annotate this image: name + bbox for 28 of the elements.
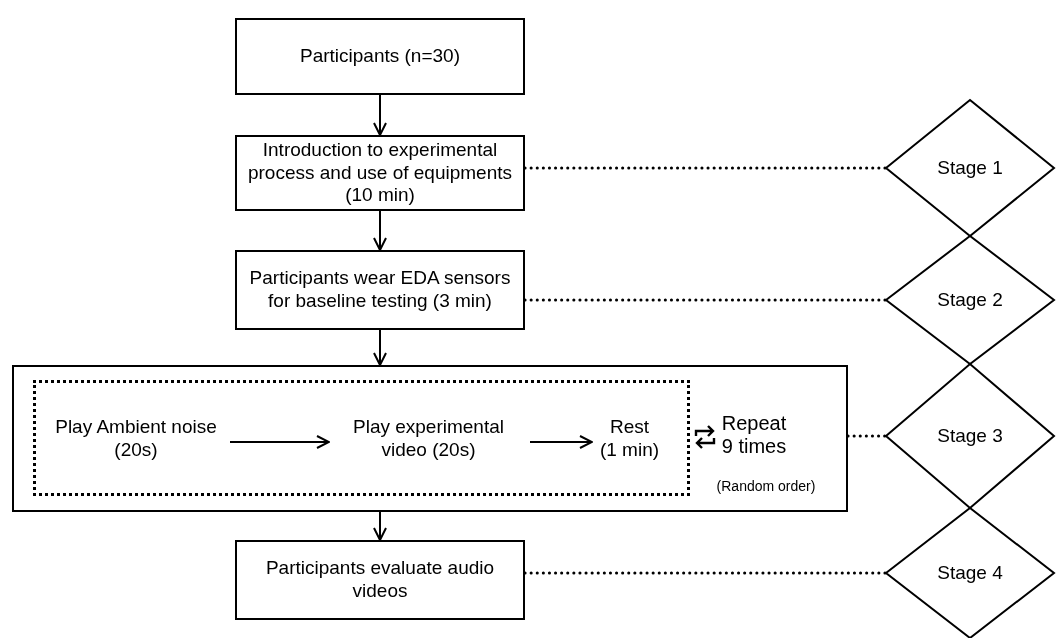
step-text: Rest (1 min) xyxy=(599,401,660,477)
dotted-connector xyxy=(523,166,888,170)
box-text: Participants wear EDA sensors for baseline testing (3 min) xyxy=(248,267,512,313)
step-text: Play experimental video (20s) xyxy=(336,389,521,489)
box-text: Introduction to experimental process and use of equipments (10 min) xyxy=(246,138,514,208)
dotted-connector xyxy=(846,434,888,438)
arrow xyxy=(529,435,593,449)
dotted-connector xyxy=(523,571,888,575)
arrow xyxy=(229,435,330,449)
stage-diamond: Stage 3 xyxy=(886,364,1054,508)
arrow xyxy=(373,511,387,541)
repeat-text: Repeat 9 times xyxy=(720,412,788,458)
process-box xyxy=(235,250,525,330)
arrow xyxy=(373,94,387,136)
stage-diamond: Stage 1 xyxy=(886,100,1054,236)
arrow xyxy=(373,329,387,366)
step-text: Play Ambient noise (20s) xyxy=(51,389,221,489)
loop-box xyxy=(12,365,848,512)
dotted-group-box xyxy=(33,380,690,496)
process-box xyxy=(235,540,525,620)
stage-diamond: Stage 4 xyxy=(886,508,1054,638)
process-box xyxy=(235,18,525,95)
box-text: Participants evaluate audio videos xyxy=(264,557,496,603)
arrow xyxy=(373,210,387,251)
box-text: Participants (n=30) xyxy=(300,45,460,68)
stage-diamond: Stage 2 xyxy=(886,236,1054,364)
dotted-connector xyxy=(523,298,888,302)
note-text: (Random order) xyxy=(715,478,817,495)
